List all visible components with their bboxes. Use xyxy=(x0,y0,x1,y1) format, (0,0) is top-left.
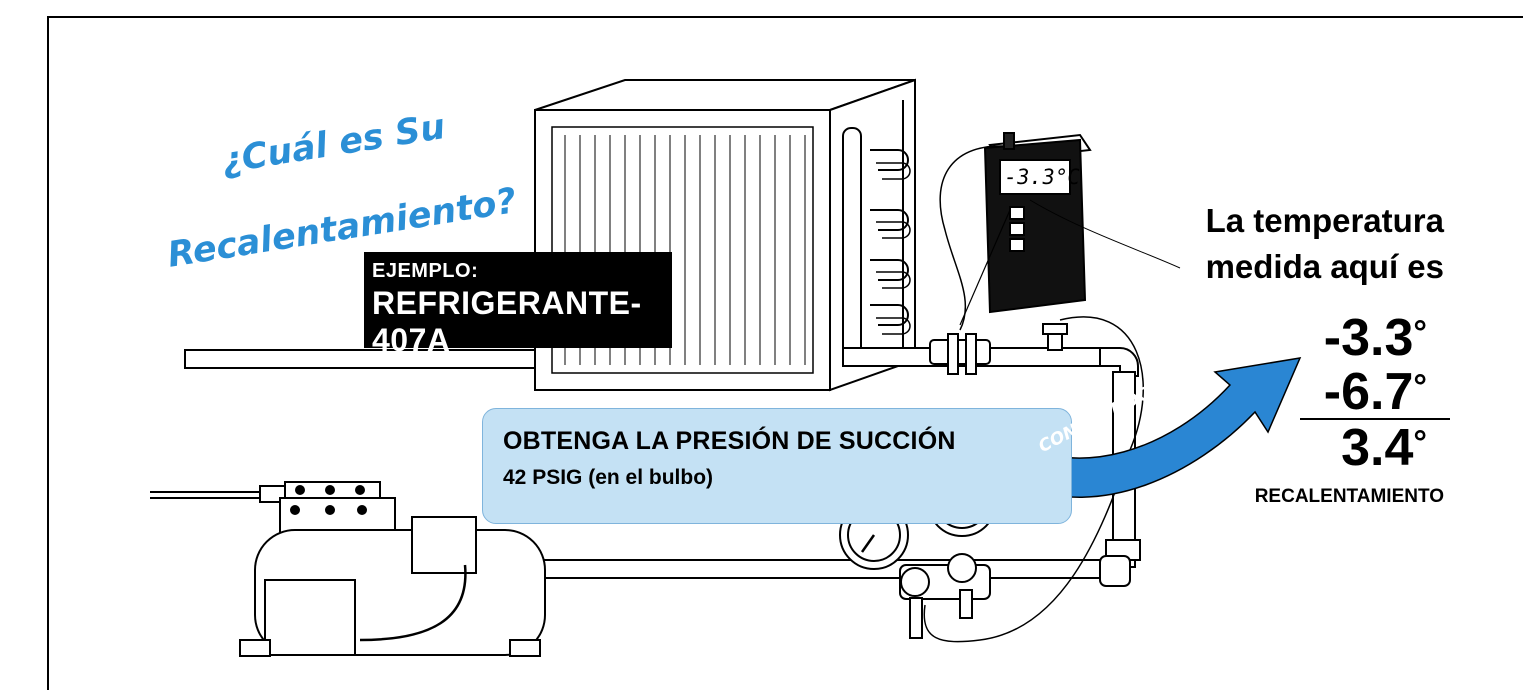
suction-title: OBTENGA LA PRESIÓN DE SUCCIÓN xyxy=(503,427,956,455)
curved-arrow-icon xyxy=(1008,357,1302,498)
measured-caption-line-2: medida aquí es xyxy=(1205,248,1444,285)
subtraction-line xyxy=(1300,418,1450,420)
suction-value: 42 PSIG (en el bulbo) xyxy=(503,466,714,489)
superheat-number: 3.4 xyxy=(1341,419,1414,477)
degree-symbol: ° xyxy=(1413,368,1427,406)
example-label: EJEMPLO: xyxy=(372,260,479,282)
converted-temp-value: -6.7° xyxy=(1324,366,1427,418)
superheat-label: RECALENTAMIENTO xyxy=(1254,486,1444,507)
refrigerant-label: REFRIGERANTE-407A xyxy=(372,285,642,358)
example-label-box: EJEMPLO: REFRIGERANTE-407A xyxy=(364,252,672,358)
degree-symbol: ° xyxy=(1413,314,1427,352)
probe-lead xyxy=(923,316,1144,643)
compressor-icon xyxy=(150,481,546,657)
figure-frame xyxy=(47,16,1523,690)
suction-pressure-callout: OBTENGA LA PRESIÓN DE SUCCIÓN 42 PSIG (e… xyxy=(482,408,1072,524)
measured-temp-caption: La temperatura medida aquí es xyxy=(1206,198,1444,290)
measured-caption-line-1: La temperatura xyxy=(1205,202,1444,239)
converted-temp-number: -6.7 xyxy=(1323,363,1414,421)
superheat-value: 3.4° xyxy=(1341,422,1427,474)
digital-thermometer-icon xyxy=(939,132,1181,331)
thermometer-readout: -3.3°C xyxy=(1002,165,1082,189)
measured-temp-value: -3.3° xyxy=(1324,312,1427,364)
measured-temp-number: -3.3 xyxy=(1323,309,1414,367)
probe-clamp-icon xyxy=(929,333,991,375)
degree-symbol: ° xyxy=(1413,424,1427,462)
